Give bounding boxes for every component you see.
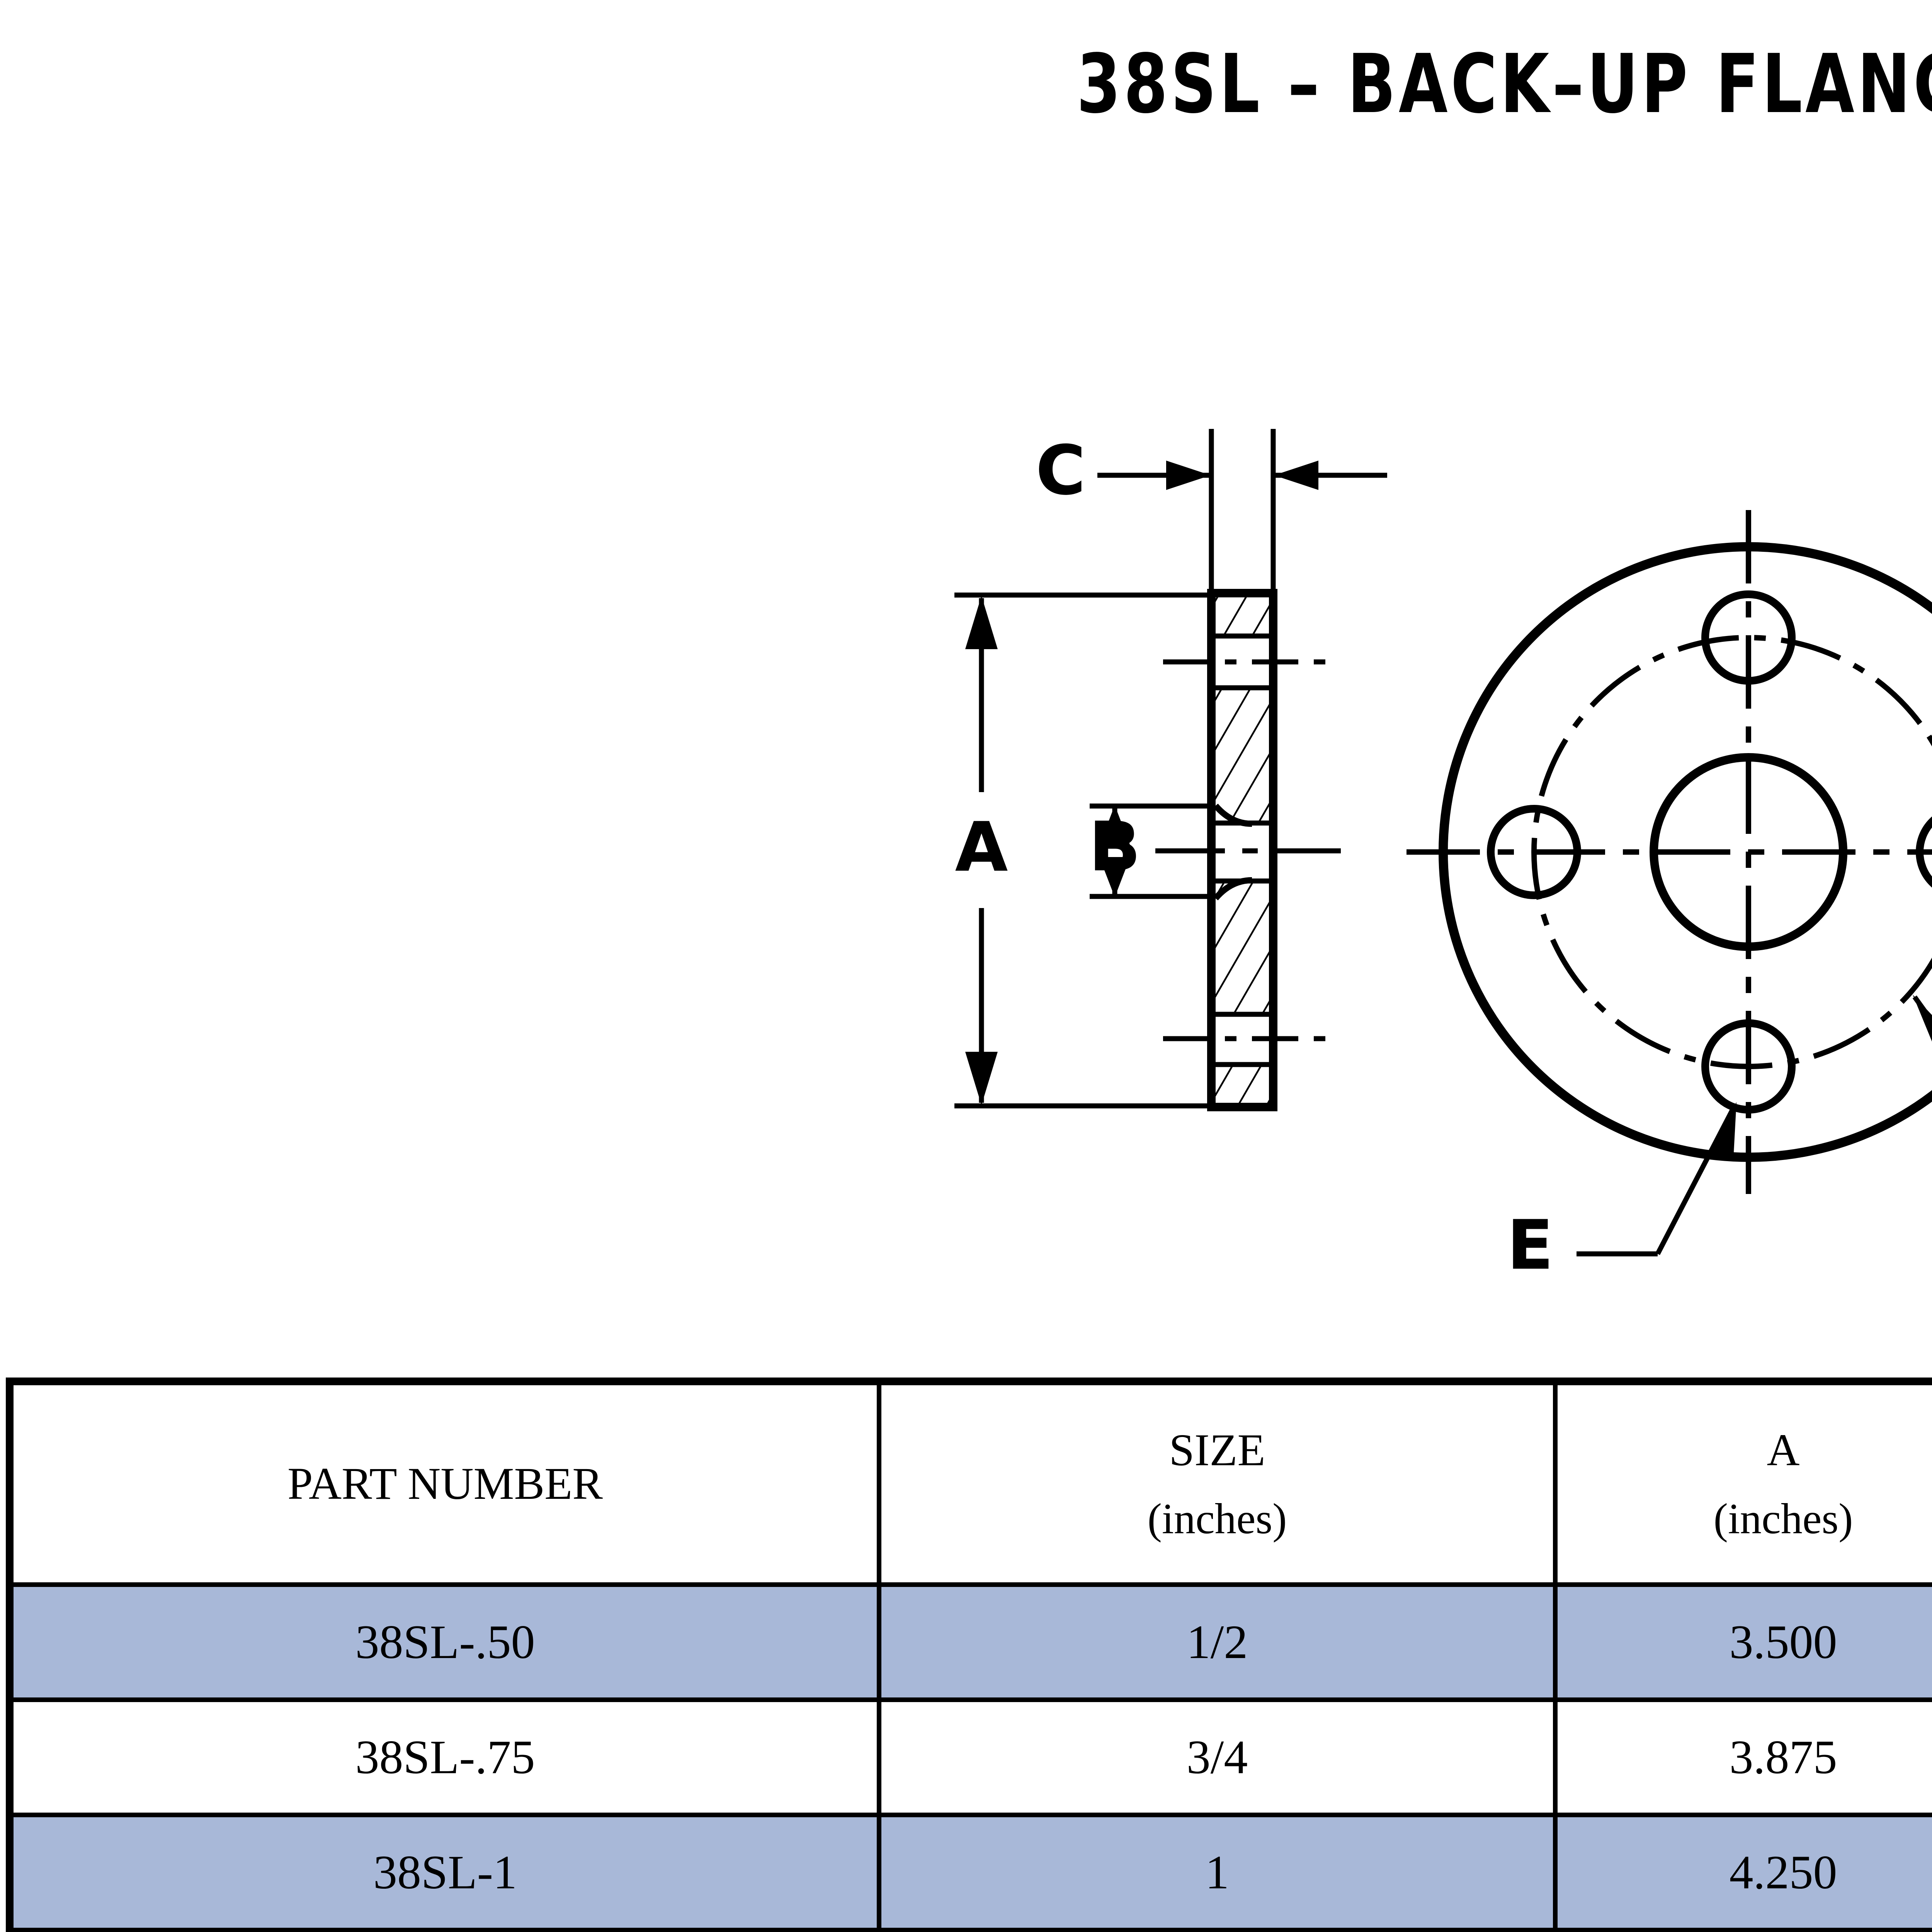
table-body: 38SL-.501/23.500.570.3752.375(4) - .6253… <box>7 1582 1932 1932</box>
leader-d-arrowhead <box>1913 995 1932 1042</box>
cell-part-number: 38SL-.50 <box>7 1582 881 1702</box>
cell-size: 3/4 <box>877 1697 1558 1817</box>
dimension-label-c: C <box>1036 432 1085 510</box>
cell-part-number: 38SL-.75 <box>7 1697 881 1817</box>
cell-a: 3.875 <box>1553 1697 1932 1817</box>
header-unit: (inches) <box>1713 1495 1853 1543</box>
technical-drawing: C A <box>0 182 1932 1302</box>
cell-size: 1 <box>877 1813 1558 1932</box>
header-label: A <box>1767 1424 1800 1475</box>
column-header-size: SIZE (inches) <box>877 1379 1558 1587</box>
table-row: 38SL-114.2501.063.3753.125(4) - .625 <box>7 1813 1932 1932</box>
cell-part-number: 38SL-1.5 <box>7 1928 881 1932</box>
column-header-part-number: PART NUMBER <box>7 1379 881 1587</box>
cell-a: 5.000 <box>1553 1928 1932 1932</box>
front-view-centerlines <box>1406 510 1932 1194</box>
table-header: PART NUMBER SIZE (inches) A (inches) B (… <box>7 1379 1932 1587</box>
flange-spec-table: PART NUMBER SIZE (inches) A (inches) B (… <box>6 1378 1932 1932</box>
table-row: 38SL-.501/23.500.570.3752.375(4) - .625 <box>7 1582 1932 1702</box>
dimension-label-a: A <box>955 808 1007 887</box>
cell-a: 3.500 <box>1553 1582 1932 1702</box>
dimension-label-e: E <box>1507 1206 1553 1285</box>
dimension-label-b: B <box>1089 808 1140 886</box>
cell-a: 4.250 <box>1553 1813 1932 1932</box>
cell-part-number: 38SL-1 <box>7 1813 881 1932</box>
table-row: 38SL-1.51-1/25.0001.563.3753.875(4) - .6… <box>7 1928 1932 1932</box>
section-bolt-centerlines <box>1163 659 1329 1041</box>
header-unit: (inches) <box>1147 1495 1287 1543</box>
dimension-a-arrowheads <box>965 596 998 1105</box>
table-row: 38SL-.753/43.875.813.3752.750(4) - .625 <box>7 1697 1932 1817</box>
spec-table-wrapper: PART NUMBER SIZE (inches) A (inches) B (… <box>6 1378 1932 1932</box>
cell-size: 1-1/2 <box>877 1928 1558 1932</box>
dimension-c-arrowheads <box>1166 461 1318 490</box>
leader-e-arrowhead <box>1712 1102 1736 1159</box>
section-hatching <box>1216 597 1269 1103</box>
header-label: PART NUMBER <box>287 1458 603 1509</box>
page-title: 38SL – BACK–UP FLANGE <box>1077 37 1932 131</box>
cell-size: 1/2 <box>877 1582 1558 1702</box>
section-bore-fillets <box>1213 803 1252 901</box>
header-row: PART NUMBER SIZE (inches) A (inches) B (… <box>7 1379 1932 1587</box>
dimension-c <box>1097 429 1387 591</box>
header-label: SIZE <box>1169 1424 1265 1475</box>
leader-e <box>1577 1104 1737 1257</box>
column-header-a: A (inches) <box>1553 1379 1932 1587</box>
dimension-b-arrowheads <box>1099 805 1130 897</box>
